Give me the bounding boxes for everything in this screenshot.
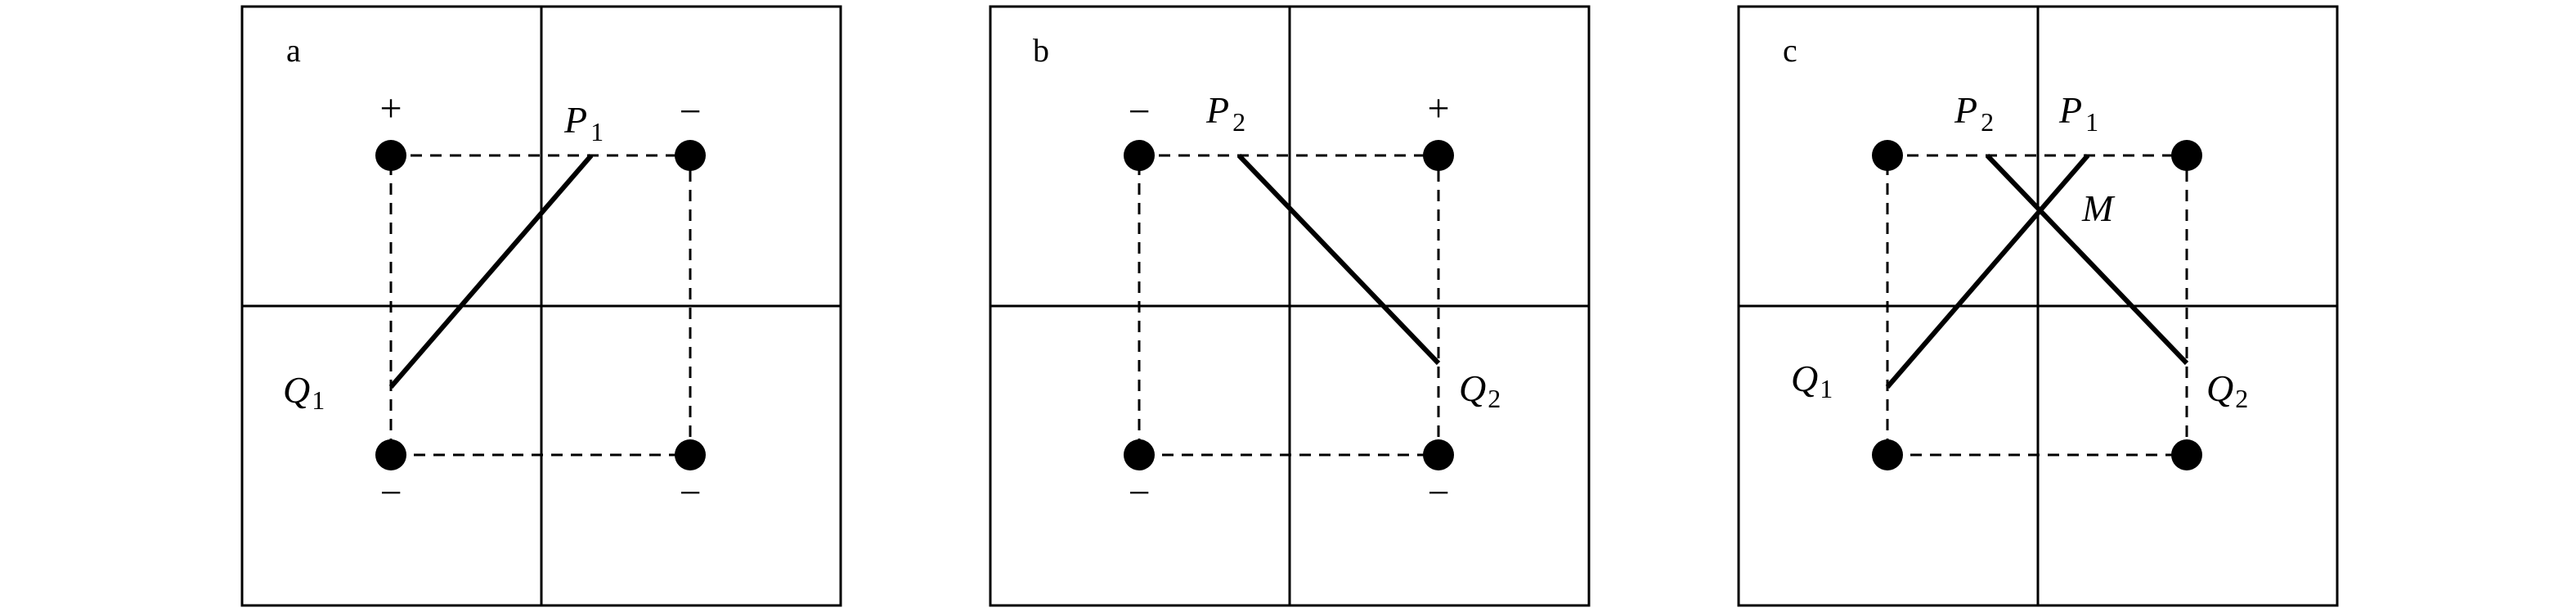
panel-b-dot-bottom-right <box>1423 439 1454 470</box>
panel-a-sign-top-right: − <box>679 90 701 133</box>
panel-b-sign-bottom-right: − <box>1427 471 1449 515</box>
panel-b-sign-top-left: − <box>1128 90 1150 133</box>
panel-a-segment-p1q1 <box>388 154 594 389</box>
panel-a-sign-bottom-right: − <box>679 471 701 515</box>
panel-c-dot-top-left <box>1872 140 1903 171</box>
panel-c-dot-top-right <box>2171 140 2202 171</box>
panel-b-letter: b <box>1033 32 1049 69</box>
panel-b-dot-bottom-left <box>1124 439 1155 470</box>
panel-b-dashed-square <box>1138 154 1440 457</box>
panel-a-dot-bottom-left <box>375 439 406 470</box>
panel-b-sign-top-right: + <box>1427 87 1449 130</box>
panel-a-dot-top-right <box>675 140 706 171</box>
panel-a-sign-bottom-left: − <box>379 471 402 515</box>
panel-a-dot-top-left <box>375 140 406 171</box>
panel-b-dot-top-left <box>1124 140 1155 171</box>
panel-b-segment-p2q2 <box>1236 153 1441 366</box>
panel-c-dot-bottom-right <box>2171 439 2202 470</box>
panel-c-dot-bottom-left <box>1872 439 1903 470</box>
panel-a-label-q1: Q1 <box>283 369 325 415</box>
panel-b-sign-bottom-left: − <box>1128 471 1150 515</box>
panel-c-label-q1: Q1 <box>1791 358 1833 403</box>
panel-c-letter: c <box>1783 32 1797 69</box>
panel-c-label-m: M <box>2081 187 2116 229</box>
panel-c-segment-p1q1 <box>1885 154 2090 389</box>
panel-b-label-q2: Q2 <box>1459 367 1501 413</box>
panel-a-letter: a <box>286 32 301 69</box>
panel-b-dot-top-right <box>1423 140 1454 171</box>
panel-a-dashed-square <box>389 154 692 457</box>
panel-c-segment-p2q2 <box>1985 153 2189 366</box>
panel-a-dot-bottom-right <box>675 439 706 470</box>
panel-a-sign-top-left: + <box>379 87 402 130</box>
panel-c-dashed-square <box>1886 154 2188 457</box>
panel-c-label-q2: Q2 <box>2206 367 2248 413</box>
